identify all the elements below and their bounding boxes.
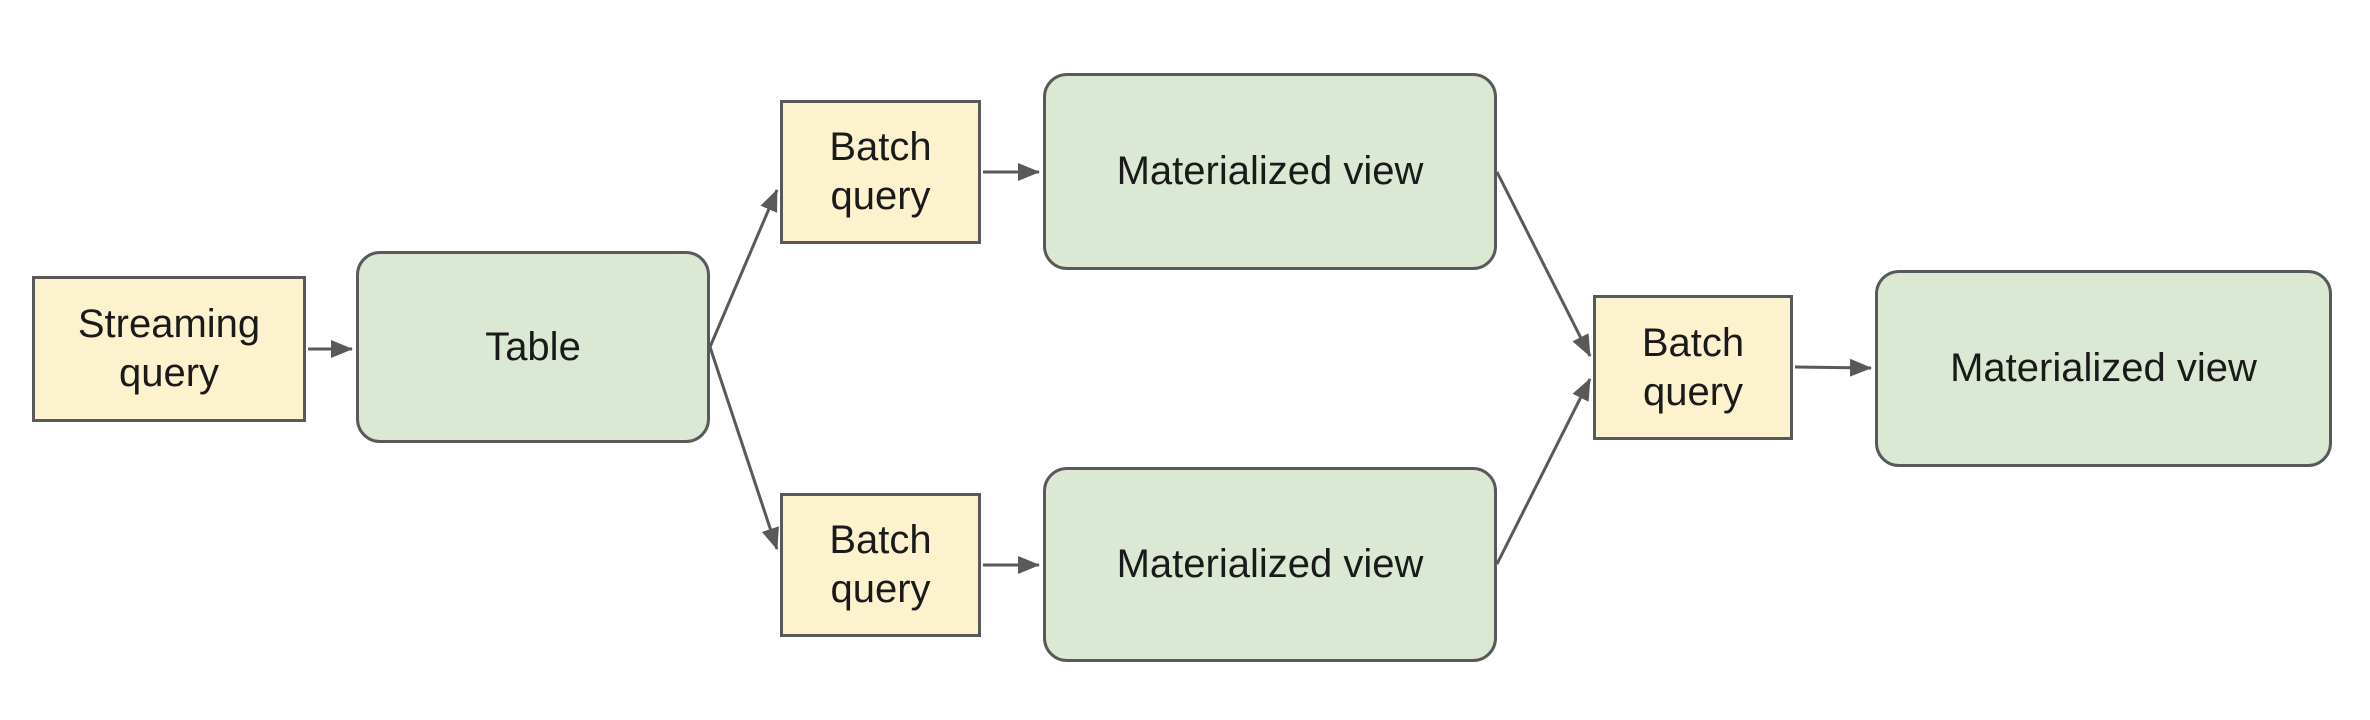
edge-table-to-batch-query-bottom	[708, 346, 779, 550]
node-label: Batch query	[829, 518, 932, 611]
node-materialized-view-bottom: Materialized view	[1043, 467, 1497, 662]
node-label: Materialized view	[1116, 149, 1424, 194]
node-label: Streaming query	[77, 302, 261, 395]
node-label: Batch query	[829, 125, 932, 218]
node-materialized-view-top: Materialized view	[1043, 73, 1497, 270]
edge-table-to-batch-query-top	[708, 189, 779, 348]
node-label: Batch query	[1641, 320, 1745, 414]
node-label: Materialized view	[1950, 346, 2257, 391]
edge-mv-bottom-to-batch-query-right	[1495, 378, 1592, 565]
node-label: Table	[485, 324, 581, 369]
node-materialized-view-right: Materialized view	[1875, 270, 2332, 467]
node-batch-query-right: Batch query	[1593, 295, 1793, 440]
node-batch-query-top: Batch query	[780, 100, 981, 244]
edge-mv-top-to-batch-query-right	[1495, 171, 1592, 357]
node-label: Materialized view	[1116, 542, 1424, 587]
node-table: Table	[356, 251, 710, 443]
edge-batch-right-to-mv-right	[1794, 358, 1872, 377]
node-batch-query-bottom: Batch query	[780, 493, 981, 637]
node-streaming-query: Streaming query	[32, 276, 306, 422]
